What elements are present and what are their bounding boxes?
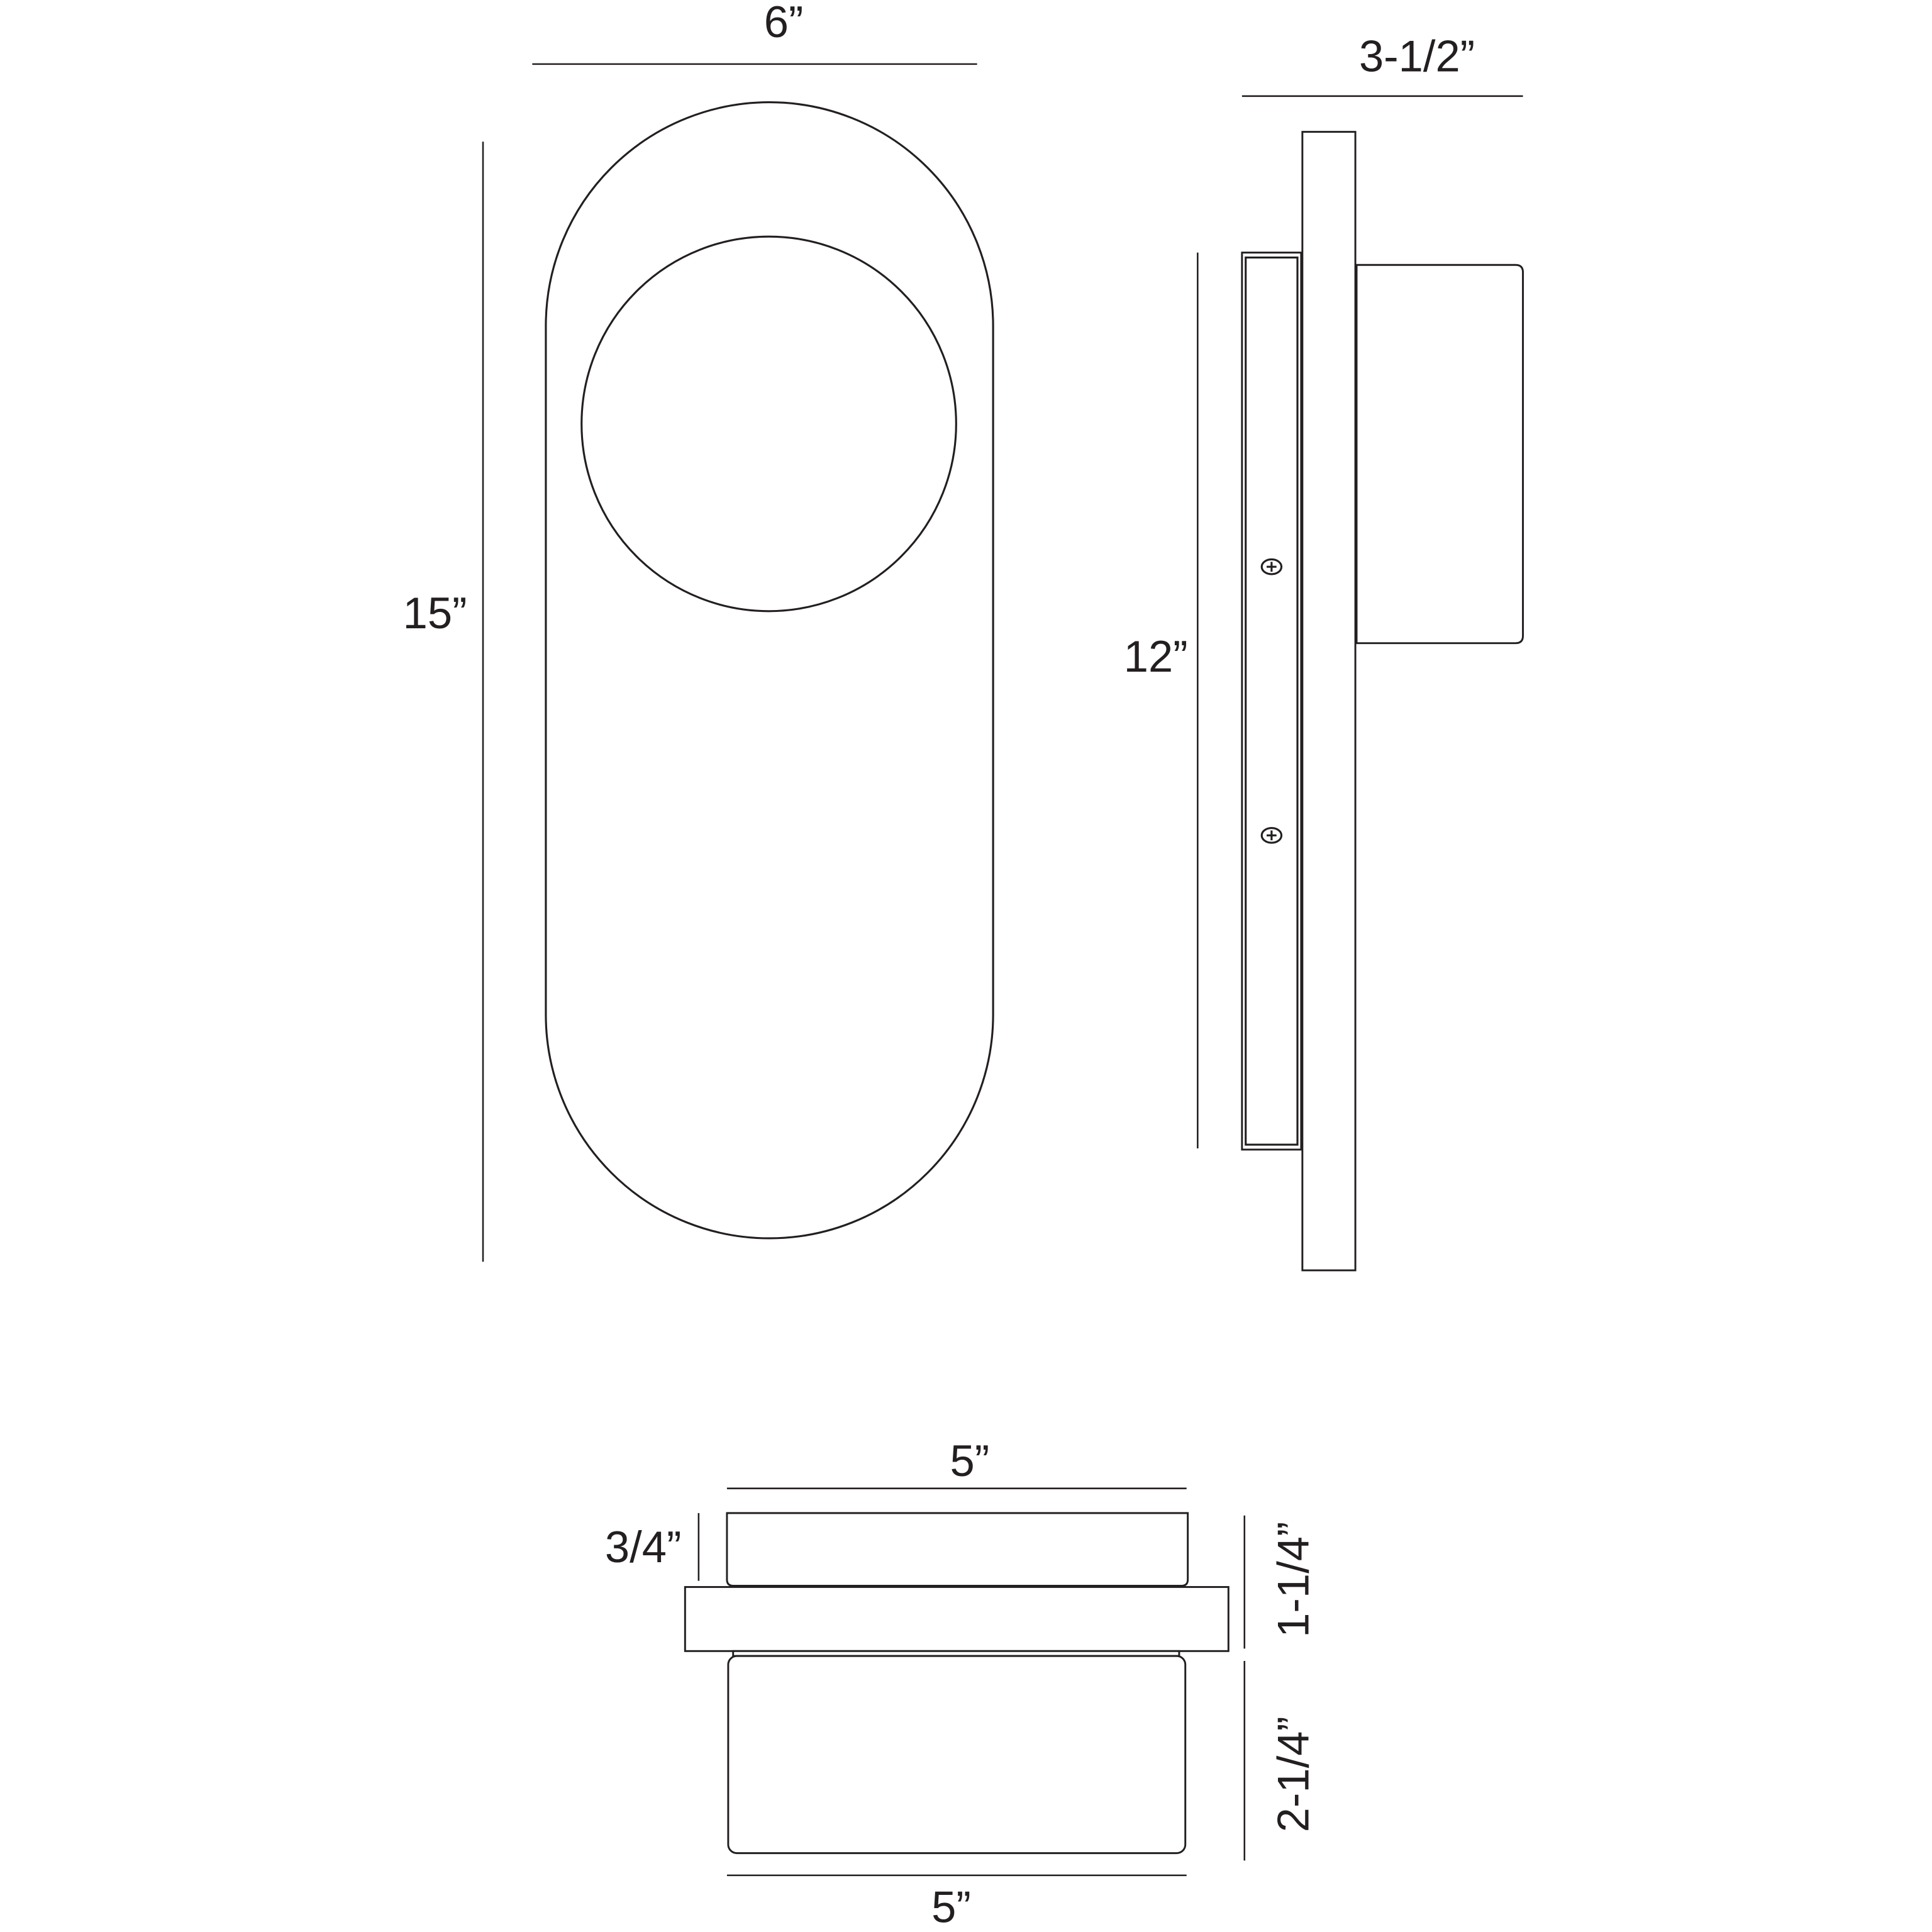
shade-bottom-section bbox=[727, 1655, 1187, 1855]
upper-height-label: 1-1/4” bbox=[1269, 1522, 1318, 1638]
bottom-width-label: 5” bbox=[931, 1882, 971, 1931]
screw-icon bbox=[1260, 827, 1283, 844]
screw-icon bbox=[1260, 558, 1283, 575]
top-part-height-label: 3/4” bbox=[605, 1522, 682, 1572]
backplate-section bbox=[684, 1585, 1230, 1652]
side-depth-label: 3-1/2” bbox=[1359, 31, 1475, 81]
mounting-bracket bbox=[1241, 252, 1302, 1151]
lower-height-label: 2-1/4” bbox=[1269, 1716, 1318, 1832]
backplate-profile bbox=[1301, 131, 1357, 1272]
round-shade bbox=[580, 235, 957, 613]
front-width-label: 6” bbox=[764, 0, 804, 47]
shade-profile bbox=[1355, 264, 1524, 645]
front-height-label: 15” bbox=[403, 588, 467, 638]
shade-top-section bbox=[726, 1512, 1189, 1587]
bottom-view: 5” 3/4” 1-1/4” 2-1/4” 5” bbox=[605, 1436, 1318, 1931]
mounting-bracket-inner bbox=[1245, 256, 1299, 1146]
bottom-top-width-label: 5” bbox=[950, 1436, 990, 1485]
side-view: 3-1/2” 12” bbox=[1124, 31, 1524, 1272]
side-height-label: 12” bbox=[1124, 631, 1188, 681]
capsule-backplate bbox=[545, 101, 994, 1240]
front-view: 6” 15” bbox=[403, 0, 994, 1262]
